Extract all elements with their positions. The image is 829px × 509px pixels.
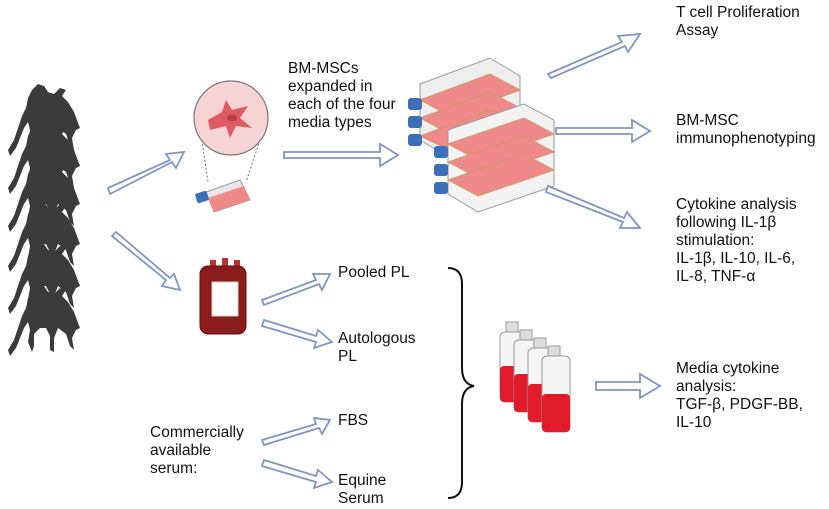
arrow-commercial-to-equine — [260, 458, 334, 490]
label-fbs: FBS — [338, 412, 368, 430]
label-equine-serum: Equine Serum — [338, 472, 386, 508]
arrow-cell-to-flasks — [283, 142, 400, 168]
arrow-bottles-to-media — [595, 372, 662, 400]
media-bottle-icon — [499, 321, 571, 433]
label-line: BM-MSCs — [288, 60, 359, 77]
bracket-icon — [447, 267, 475, 499]
cell-culture-flask-icon — [195, 179, 251, 213]
label-pooled-pl: Pooled PL — [338, 264, 410, 282]
arrow-flasks-to-immuno — [555, 118, 652, 144]
label-line: Media cytokine — [676, 360, 780, 377]
label-line: Equine — [338, 472, 387, 489]
label-line: FBS — [338, 412, 369, 429]
arrow-horses-to-cell — [106, 150, 186, 196]
label-autologous-pl: Autologous PL — [338, 330, 416, 366]
label-line: following IL-1β — [676, 214, 777, 231]
label-line: TGF-β, PDGF-BB, — [676, 396, 803, 413]
label-immunophenotyping: BM-MSC immunophenotyping — [676, 112, 816, 148]
label-commercial-serum: Commercially available serum: — [150, 424, 244, 478]
label-line: IL-8, TNF-α — [676, 268, 756, 285]
msc-cell-icon — [193, 80, 269, 183]
label-line: serum: — [150, 460, 198, 477]
label-line: Commercially — [150, 424, 244, 441]
label-line: each of the four — [288, 96, 396, 113]
label-line: BM-MSC — [676, 112, 739, 129]
label-line: analysis: — [676, 378, 737, 395]
arrow-bag-to-pooled — [260, 273, 332, 307]
arrows-group — [106, 32, 662, 490]
label-line: expanded in — [288, 78, 373, 95]
label-line: Serum — [338, 490, 384, 507]
label-line: IL-10 — [676, 414, 712, 431]
label-line: Autologous — [338, 330, 416, 347]
label-media-cytokine: Media cytokine analysis: TGF-β, PDGF-BB,… — [676, 360, 803, 432]
label-line: T cell Proliferation — [676, 4, 800, 21]
blood-bag-icon — [199, 258, 247, 335]
arrow-flasks-to-cytokine — [544, 184, 642, 229]
arrow-flasks-to-tcell — [546, 32, 642, 80]
label-tcell-assay: T cell Proliferation Assay — [676, 4, 800, 40]
label-bm-mscs: BM-MSCs expanded in each of the four med… — [288, 60, 396, 132]
stacked-flasks-icon — [408, 57, 556, 213]
horses-group — [8, 84, 80, 356]
label-line: media types — [288, 114, 372, 131]
arrow-bag-to-autologous — [260, 318, 334, 350]
label-line: immunophenotyping — [676, 130, 816, 147]
label-line: PL — [338, 348, 357, 365]
label-line: Pooled PL — [338, 264, 410, 281]
arrow-commercial-to-fbs — [260, 416, 332, 447]
label-line: IL-1β, IL-10, IL-6, — [676, 250, 796, 267]
label-line: available — [150, 442, 212, 459]
label-cytokine-analysis: Cytokine analysis following IL-1β stimul… — [676, 196, 797, 286]
label-line: Assay — [676, 22, 719, 39]
arrow-horses-to-bag — [110, 230, 182, 292]
label-line: stimulation: — [676, 232, 755, 249]
label-line: Cytokine analysis — [676, 196, 797, 213]
